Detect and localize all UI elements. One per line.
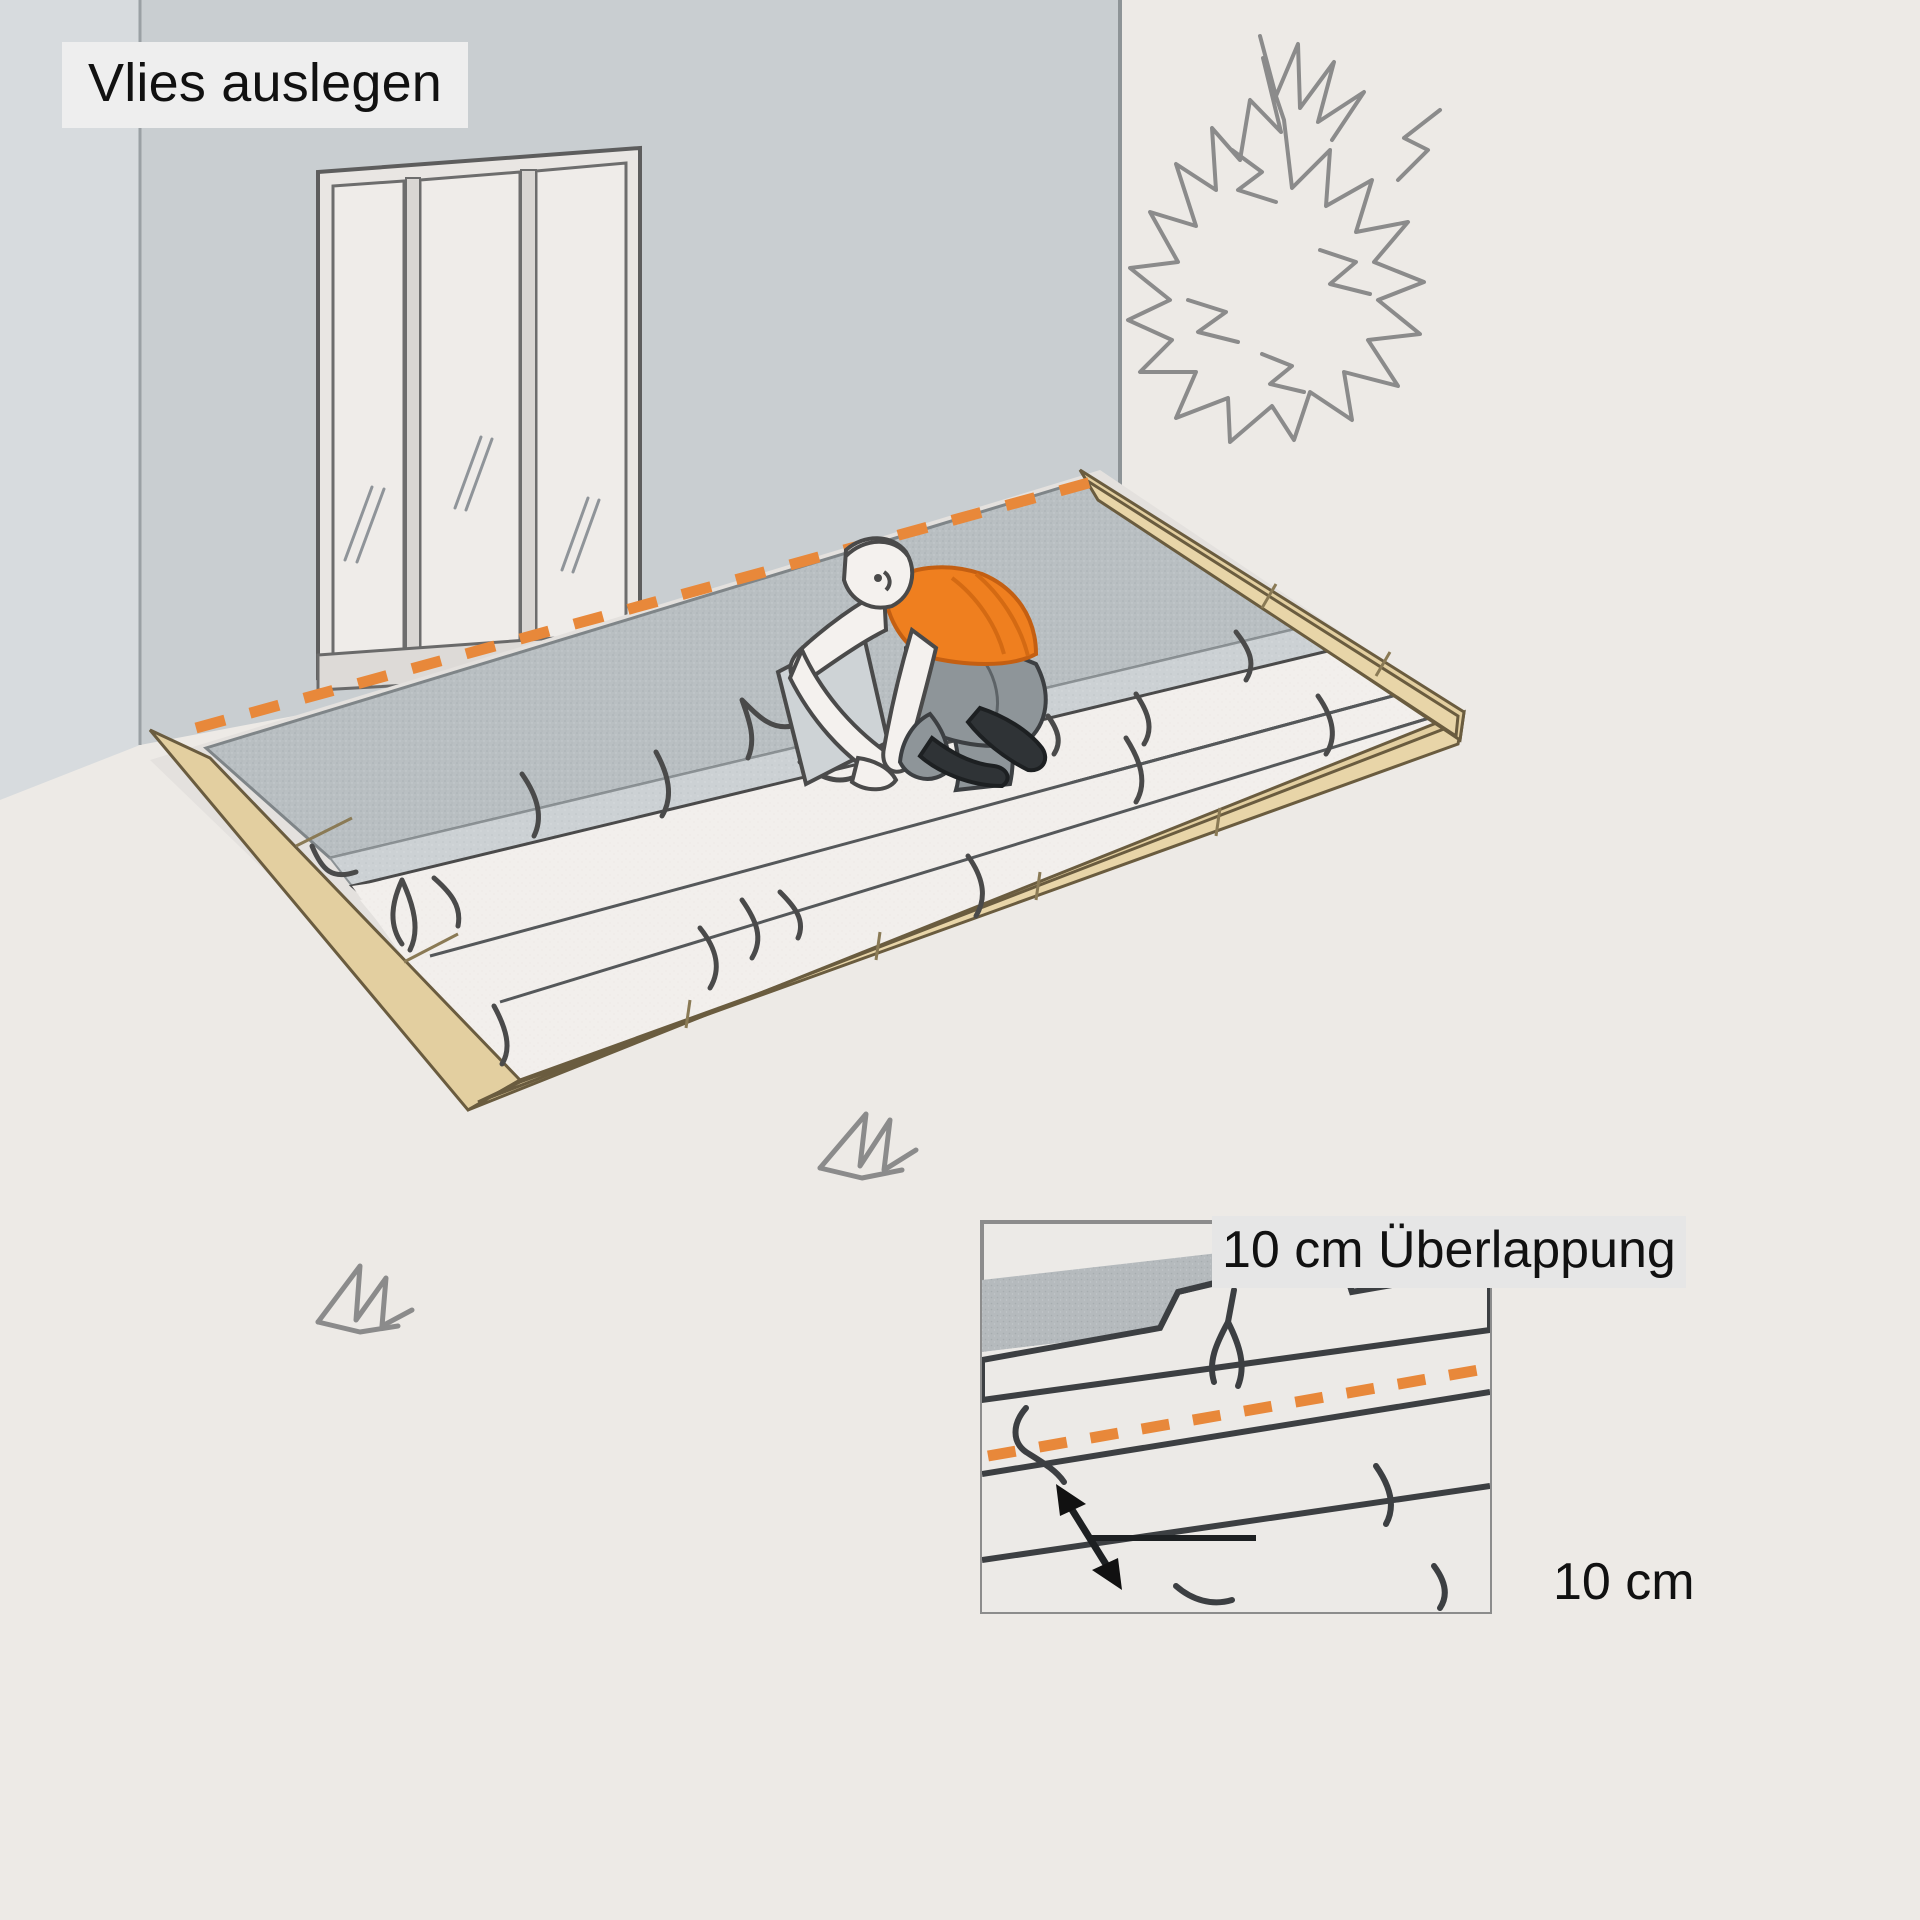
sliding-glass-door <box>316 145 645 692</box>
geotextile-fleece <box>348 648 1460 1092</box>
inset-title: 10 cm Überlappung <box>1212 1216 1686 1288</box>
dimension-label: 10 cm <box>1553 1553 1695 1611</box>
grass-sprigs <box>309 629 1335 1067</box>
worker-figure <box>775 536 1048 793</box>
shrub-sketch <box>1126 34 1442 444</box>
page-title: Vlies auslegen <box>62 42 469 128</box>
outside-grass-sprigs <box>315 1111 919 1335</box>
fleece-edge-dashed-line <box>194 476 1094 734</box>
wooden-edging <box>148 468 1466 1112</box>
